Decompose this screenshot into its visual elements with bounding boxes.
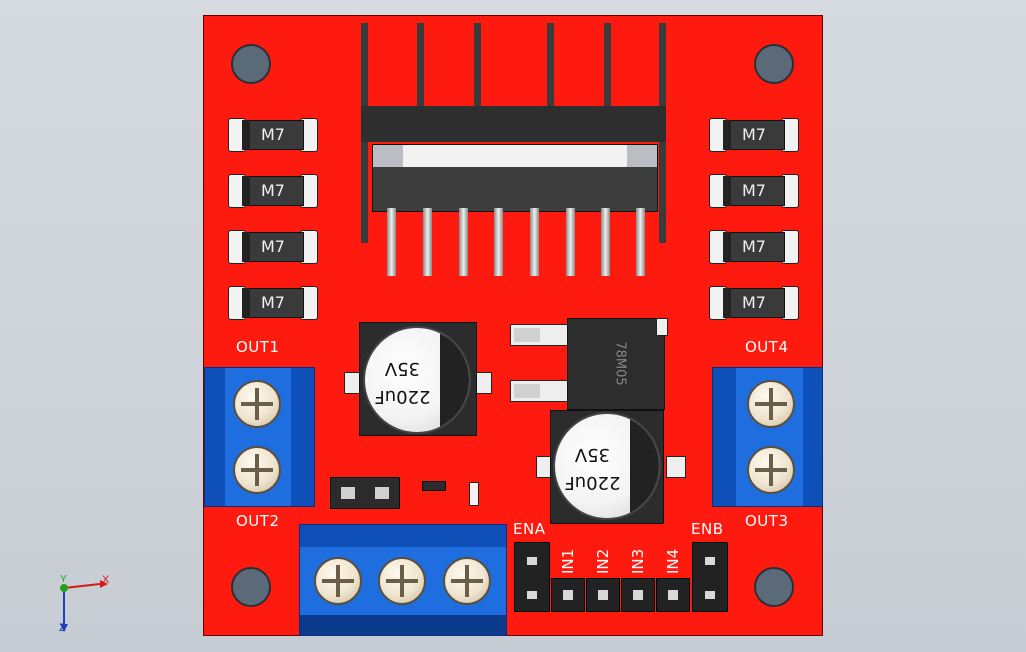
screw-terminal[interactable] [233, 380, 281, 428]
out2-label: OUT2 [236, 512, 280, 530]
diode-label: M7 [242, 288, 304, 318]
heatsink [359, 21, 669, 243]
diode-m7: M7 [709, 174, 799, 208]
mounting-hole [754, 567, 794, 607]
axis-z-label: Z [59, 622, 66, 634]
screw-terminal[interactable] [747, 446, 795, 494]
smd-led [469, 482, 479, 506]
header-pin-in3[interactable] [621, 578, 655, 612]
capacitor: 35V 220uF [344, 322, 494, 438]
header-pin-in1[interactable] [551, 578, 585, 612]
screw-terminal[interactable] [747, 380, 795, 428]
header-pin-in4[interactable] [656, 578, 690, 612]
screw-terminal[interactable] [314, 557, 362, 605]
voltage-regulator: 78M05 [510, 318, 670, 412]
in3-label: IN3 [629, 548, 647, 574]
capacitor: 35V 220uF [536, 410, 688, 526]
out1-label: OUT1 [236, 338, 280, 356]
smd-resistor [422, 481, 446, 491]
regulator-marking: 78M05 [612, 341, 628, 386]
in2-label: IN2 [594, 548, 612, 574]
screw-terminal[interactable] [378, 557, 426, 605]
diode-label: M7 [723, 288, 785, 318]
in4-label: IN4 [664, 548, 682, 574]
axis-triad-icon [60, 580, 108, 632]
mounting-hole [231, 44, 271, 84]
capacitor-voltage: 35V [574, 444, 611, 465]
diode-m7: M7 [709, 286, 799, 320]
diode-m7: M7 [228, 230, 318, 264]
axis-x-label: X [102, 574, 110, 586]
axis-triad[interactable]: X Y Z [50, 572, 120, 636]
pcb-board: M7 M7 M7 M7 M7 M7 M7 M7 [203, 15, 823, 636]
enb-label: ENB [691, 520, 724, 538]
enb-jumper[interactable] [692, 542, 728, 612]
screw-terminal[interactable] [443, 557, 491, 605]
header-pin-in2[interactable] [586, 578, 620, 612]
diode-m7: M7 [228, 118, 318, 152]
ena-label: ENA [513, 520, 546, 538]
out4-label: OUT4 [745, 338, 789, 356]
out3-label: OUT3 [745, 512, 789, 530]
terminal-block-out1-out2 [204, 367, 315, 507]
diode-m7: M7 [709, 230, 799, 264]
capacitor-capacitance: 220uF [374, 386, 431, 407]
terminal-block-power [299, 524, 507, 636]
diode-label: M7 [242, 176, 304, 206]
diode-label: M7 [242, 120, 304, 150]
diode-m7: M7 [709, 118, 799, 152]
diode-label: M7 [723, 120, 785, 150]
terminal-block-out3-out4 [712, 367, 823, 507]
ic-pins [384, 208, 645, 278]
diode-label: M7 [723, 232, 785, 262]
diode-m7: M7 [228, 286, 318, 320]
screw-terminal[interactable] [233, 446, 281, 494]
mounting-hole [754, 44, 794, 84]
ena-jumper[interactable] [514, 542, 550, 612]
diode-label: M7 [723, 176, 785, 206]
capacitor-capacitance: 220uF [564, 472, 621, 493]
axis-y-label: Y [60, 574, 67, 585]
driver-ic [372, 144, 658, 212]
diode-m7: M7 [228, 174, 318, 208]
capacitor-voltage: 35V [384, 358, 421, 379]
in1-label: IN1 [559, 548, 577, 574]
jumper-header[interactable] [330, 477, 400, 509]
mounting-hole [231, 567, 271, 607]
diode-label: M7 [242, 232, 304, 262]
